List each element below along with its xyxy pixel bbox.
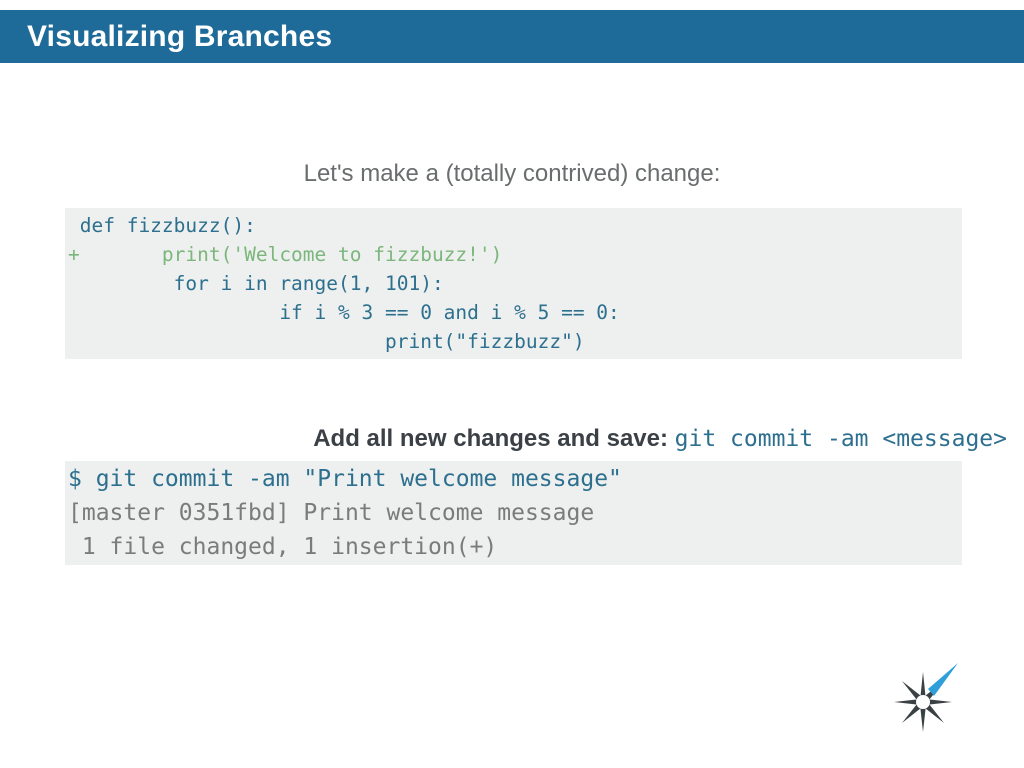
caption-bold-label: Add all new changes and save: [313, 425, 675, 452]
diff-code-block: def fizzbuzz(): + print('Welcome to fizzb… [65, 208, 962, 359]
code-line: + print('Welcome to fizzbuzz!') [68, 243, 503, 266]
code-line: def fizzbuzz(): [68, 214, 256, 237]
caption-command-text: git commit -am <message> [674, 426, 1007, 452]
code-line: for i in range(1, 101): [68, 272, 444, 295]
code-line: [master 0351fbd] Print welcome message [68, 500, 595, 526]
code-line: $ git commit -am "Print welcome message" [68, 466, 622, 492]
terminal-output-block: $ git commit -am "Print welcome message"… [65, 461, 962, 565]
page-title: Visualizing Branches [27, 19, 333, 53]
header-bar: Visualizing Branches [0, 10, 1024, 63]
spark-compass-logo-icon [883, 656, 963, 746]
code-line: if i % 3 == 0 and i % 5 == 0: [68, 301, 620, 324]
code-line: print("fizzbuzz") [68, 330, 585, 353]
spark-compass-logo-svg [894, 663, 958, 732]
intro-text: Let's make a (totally contrived) change: [303, 160, 721, 187]
code-line: 1 file changed, 1 insertion(+) [68, 534, 498, 560]
caption-line: Add all new changes and save: git commit… [313, 424, 1007, 454]
